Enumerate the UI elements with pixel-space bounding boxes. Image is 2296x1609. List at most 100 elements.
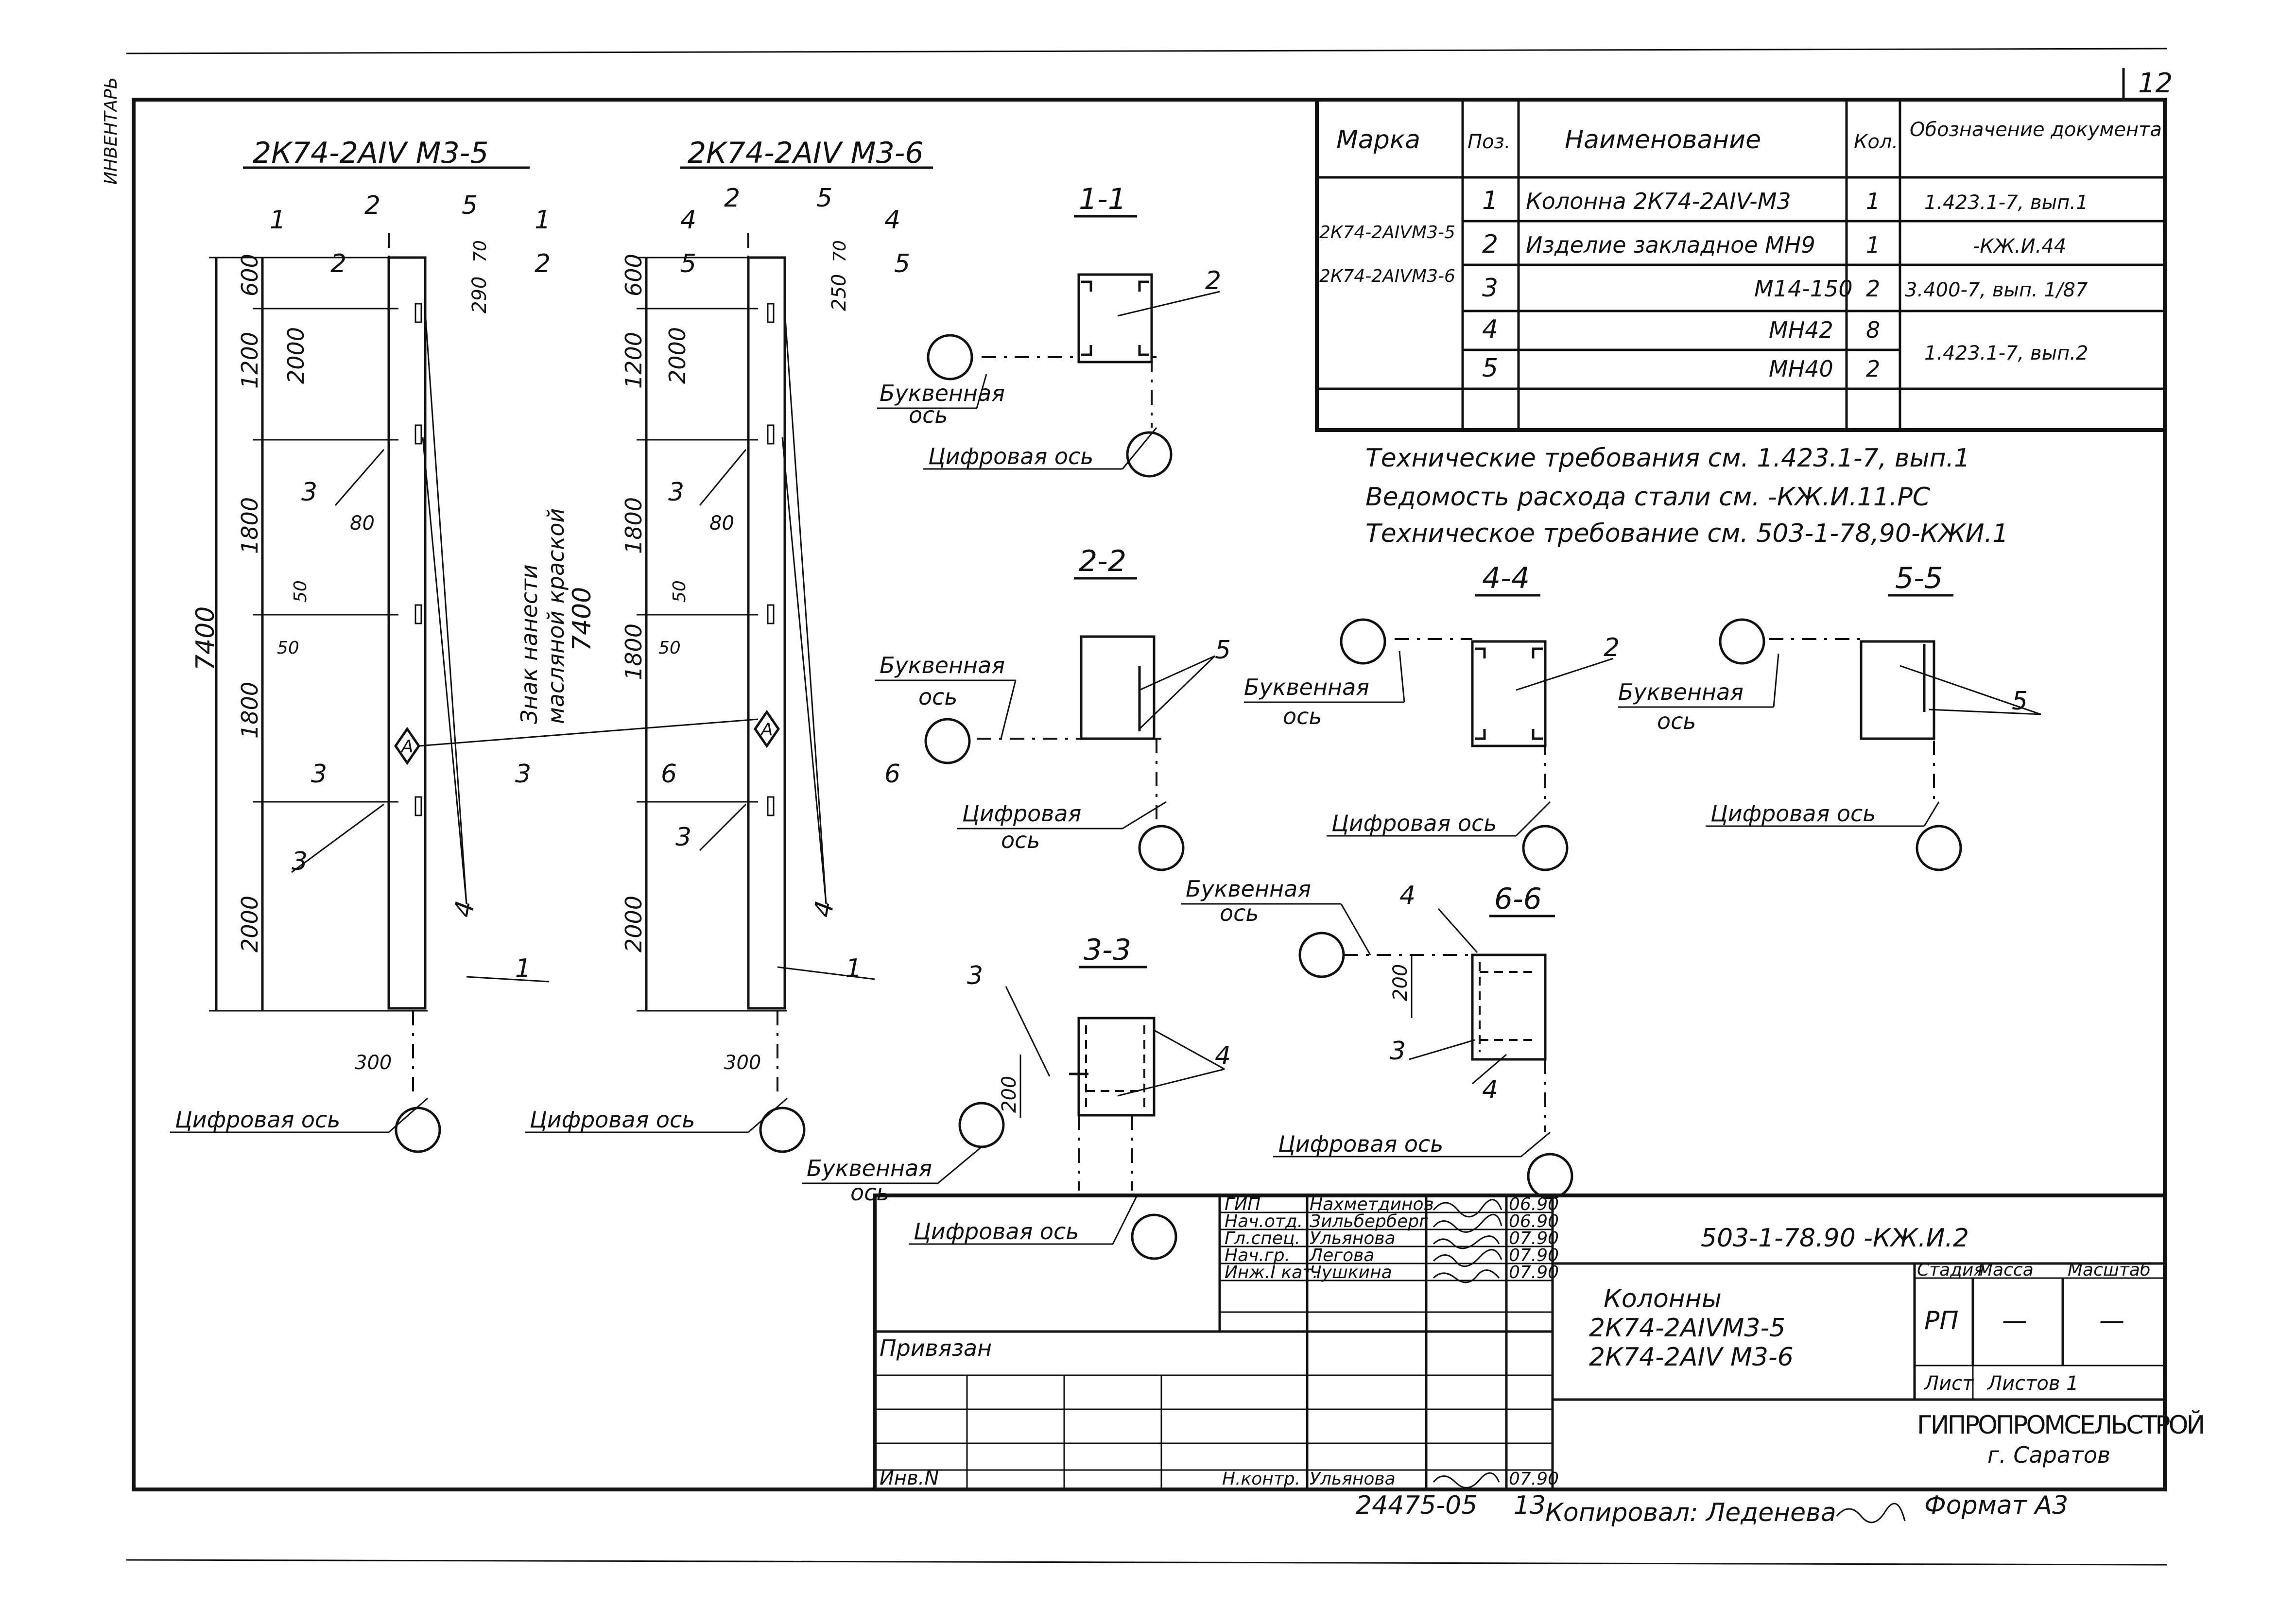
s11-mark-2: 2	[1205, 266, 1221, 295]
tb-mass-header: Масса	[1978, 1260, 2034, 1280]
s33-dim-200: 200	[998, 1076, 1020, 1113]
tb-date-2: 06.90	[1509, 1211, 1559, 1231]
digital-axis-left: Цифровая ось	[175, 1107, 340, 1133]
spec-row4-name: МН42	[1769, 317, 1833, 343]
tb-stage-header: Стадия	[1917, 1260, 1984, 1280]
s22-letter-axis-word: ось	[918, 684, 958, 710]
dim-2000-right-top: 2000	[664, 327, 691, 384]
mark-2-left-a: 2	[364, 191, 380, 220]
s66-digital-axis: Цифровая ось	[1278, 1131, 1443, 1157]
s22-digital-axis-word: ось	[1001, 827, 1040, 853]
spec-row2-pos: 2	[1482, 230, 1498, 259]
spec-row5-qty: 2	[1866, 356, 1880, 382]
tb-nkontr-date: 07.90	[1509, 1469, 1559, 1489]
footer-archive: 24475-05	[1356, 1491, 1477, 1520]
dim-50-left-a: 50	[291, 580, 311, 603]
tb-role-4: Нач.гр.	[1225, 1246, 1290, 1265]
signature-nkontr	[1433, 1472, 1500, 1488]
tb-inv: Инв.N	[880, 1467, 939, 1489]
spec-row5-pos: 5	[1482, 354, 1498, 383]
signature-5	[1433, 1269, 1500, 1283]
section-2-2-title: 2-2	[1079, 544, 1126, 578]
footer: 24475-05 13 Копировал: Леденева Формат А…	[1356, 1491, 2068, 1527]
dim-600-left: 600	[237, 254, 263, 296]
s55-letter-axis: Буквенная	[1618, 679, 1744, 705]
mark-4-left: 4	[449, 899, 481, 919]
spec-row2-name: Изделие закладное МН9	[1526, 232, 1815, 258]
tb-code: 503-1-78.90 -КЖ.И.2	[1701, 1224, 1969, 1253]
s66-mark-3: 3	[1390, 1037, 1406, 1066]
left-elevation: 2К74-2АIV М3-5 600 1200 1800 1800 2000 2…	[170, 136, 759, 1153]
mark-1-top-left: 1	[270, 206, 286, 235]
tb-org: ГИПРОПРОМСЕЛЬСТРОЙ	[1917, 1410, 2203, 1440]
dim-2000-right-bottom: 2000	[621, 896, 647, 952]
s44-letter-axis: Буквенная	[1244, 674, 1369, 700]
tb-name-2: Зильберберг	[1310, 1211, 1429, 1231]
tb-title-line1: Колонны	[1604, 1284, 1722, 1314]
tb-name-4: Легова	[1309, 1246, 1374, 1265]
left-column-body	[387, 256, 427, 1010]
signature-4	[1433, 1249, 1502, 1267]
section-1-1-title: 1-1	[1079, 182, 1126, 216]
tb-date-5: 07.90	[1509, 1263, 1559, 1282]
side-stamp: ИНВЕНТАРЬ	[101, 77, 121, 185]
tb-sheets-label: Листов 1	[1986, 1372, 2079, 1395]
mark-3-right-b: 3	[675, 823, 691, 852]
tb-role-2: Нач.отд.	[1225, 1211, 1303, 1231]
s33-letter-axis: Буквенная	[807, 1155, 932, 1181]
s55-digital-axis: Цифровая ось	[1710, 800, 1876, 827]
notes: Технические требования см. 1.423.1-7, вы…	[1365, 444, 2008, 548]
dim-2000-left-top: 2000	[283, 327, 309, 384]
spec-row1-pos: 1	[1482, 186, 1498, 215]
spec-mark-6: 2К74-2АIVМ3-6	[1319, 266, 1455, 286]
dim-1200-left: 1200	[237, 332, 263, 389]
tb-date-1: 06.90	[1509, 1194, 1559, 1214]
spec-header-pos: Поз.	[1467, 131, 1511, 153]
dim-70-right: 70	[830, 240, 850, 262]
mark-5-right-a: 5	[680, 249, 696, 278]
dim-2000-left-bottom: 2000	[237, 896, 263, 952]
mark-3-right-a: 3	[668, 478, 684, 507]
spec-header-mark: Марка	[1336, 125, 1420, 155]
mark-4-right-right: 4	[884, 206, 900, 235]
dim-7400-left: 7400	[191, 606, 220, 671]
dim-1200-right: 1200	[621, 332, 647, 389]
dim-250: 250	[828, 274, 850, 311]
tb-role-3: Гл.спец.	[1225, 1228, 1300, 1248]
dim-80-left: 80	[350, 512, 375, 535]
mark-1-left-bottom: 1	[515, 954, 531, 983]
tb-role-1: ГИП	[1225, 1194, 1260, 1214]
mark-3-left-a: 3	[301, 478, 317, 507]
s44-digital-axis: Цифровая ось	[1331, 810, 1497, 836]
section-6-6: 6-6 4 Буквенная ось 200 3 4 Цифровая ось	[1181, 876, 1573, 1199]
spec-header-doc: Обозначение документа	[1910, 119, 2162, 141]
s66-mark-4-top: 4	[1399, 881, 1416, 910]
note-1: Технические требования см. 1.423.1-7, вы…	[1365, 444, 1970, 473]
s66-dim-200: 200	[1389, 964, 1412, 1001]
spec-row3-qty: 2	[1866, 276, 1880, 302]
mark-5-right-right: 5	[894, 249, 910, 278]
mark-2-right-left: 2	[535, 249, 551, 278]
note-2: Ведомость расхода стали см. -КЖ.И.11.РС	[1365, 483, 1931, 512]
s11-letter-axis-word: ось	[909, 402, 948, 428]
mark-5-left: 5	[462, 191, 478, 220]
dim-50-right-b: 50	[658, 638, 681, 658]
spec-row2-qty: 1	[1866, 232, 1880, 258]
right-view-title: 2К74-2АIV М3-6	[688, 136, 924, 170]
tb-sheet-label: Лист	[1923, 1372, 1974, 1395]
spec-row1-doc: 1.423.1-7, вып.1	[1924, 191, 2088, 214]
spec-row4-qty: 8	[1866, 317, 1880, 343]
section-2-2: 2-2 5 Буквенная ось Цифровая ось	[875, 544, 1231, 871]
s66-letter-axis: Буквенная	[1186, 876, 1311, 902]
mark-6-right-b: 6	[884, 760, 900, 789]
section-1-1: 1-1 2 Буквенная ось Цифровая ось	[877, 182, 1221, 478]
section-5-5: 5-5 5 Буквенная ось Цифровая ось	[1618, 561, 2041, 871]
s33-mark-3: 3	[967, 961, 983, 990]
tb-name-3: Ульянова	[1310, 1228, 1396, 1248]
tb-title-line2: 2К74-2АIVМ3-5	[1589, 1314, 1785, 1343]
sheet-number: 12	[2138, 68, 2173, 99]
dim-600-right: 600	[621, 254, 647, 296]
mark-3-left-b: 3	[311, 760, 327, 789]
